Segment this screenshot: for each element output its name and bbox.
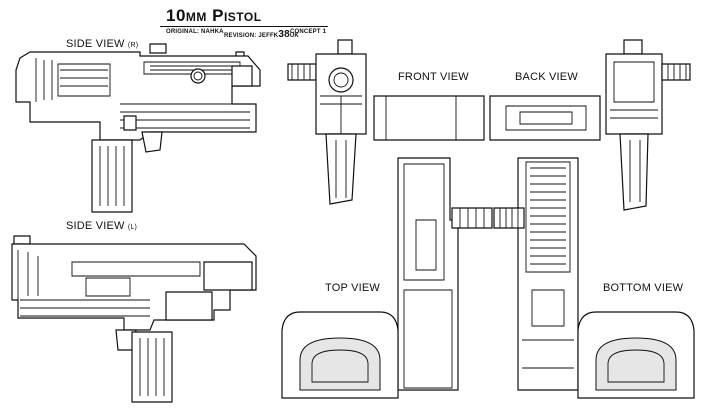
concept-label: CONCEPT 1 <box>290 29 327 35</box>
revision-suffix: UK <box>289 33 299 39</box>
sheet-title: 10mm Pistol <box>166 6 262 25</box>
side-view-left-suffix: (L) <box>127 224 138 231</box>
front-block-left <box>204 262 252 290</box>
charging-block <box>232 66 252 86</box>
upper-rail-left <box>72 262 200 276</box>
trigger-guard <box>142 132 162 152</box>
stock-front-lines <box>386 96 456 140</box>
revision-credit: REVISION: JEFFK38UK <box>224 29 299 40</box>
bottom-charging-knob <box>494 208 524 228</box>
rear-sight-left <box>14 236 30 244</box>
rear-grip-lines-left <box>18 250 38 300</box>
top-slot <box>416 220 436 270</box>
bottom-body <box>518 158 578 390</box>
magazine-left <box>132 332 172 402</box>
magazine-right <box>92 140 132 212</box>
top-charging-knob <box>452 208 492 228</box>
front-view-drawing <box>288 40 484 204</box>
selector-knob <box>191 69 205 83</box>
bottom-stock-inner <box>608 350 664 382</box>
charging-knob-back <box>662 64 690 80</box>
bottom-knob-ribs <box>500 208 518 228</box>
rear-sight-post <box>624 40 642 54</box>
rear-grip-lines <box>36 58 52 102</box>
magazine-right-ribs <box>100 146 124 206</box>
top-rail <box>404 164 444 280</box>
top-view-drawing <box>282 158 492 398</box>
grip-front <box>326 134 356 204</box>
grip-back <box>620 134 648 210</box>
knob-ribs-back <box>668 64 686 80</box>
rail-slots <box>150 66 236 70</box>
bottom-view-label: BOTTOM VIEW <box>603 282 684 294</box>
side-view-right-label: SIDE VIEW (R) <box>66 38 138 50</box>
muzzle <box>329 68 353 92</box>
grip-back-lines <box>630 140 640 202</box>
top-knob-ribs <box>460 208 484 228</box>
front-view-label: FRONT VIEW <box>398 71 469 83</box>
back-body-lines <box>610 110 658 118</box>
side-view-right-text: SIDE VIEW <box>66 38 125 50</box>
side-view-left-text: SIDE VIEW <box>66 220 125 232</box>
revision-label: REVISION: JEFFK <box>224 33 279 39</box>
back-view-drawing <box>490 40 690 210</box>
lower-rails <box>120 104 250 128</box>
trigger-block-left <box>166 292 212 320</box>
side-view-left-label: SIDE VIEW (L) <box>66 220 137 232</box>
front-sight-post <box>338 40 352 54</box>
bottom-magazine-well <box>526 162 570 272</box>
bottom-view-drawing <box>494 158 694 398</box>
rear-sight <box>150 44 166 53</box>
title-underline <box>160 26 328 27</box>
bottom-magazine-ribs <box>530 168 566 264</box>
grip-front-lines <box>336 140 346 198</box>
top-stock-inner <box>312 350 368 382</box>
top-stock-recess <box>300 338 380 390</box>
side-view-right-drawing <box>16 44 260 212</box>
top-view-label: TOP VIEW <box>325 282 380 294</box>
stock-front <box>374 96 484 140</box>
stock-back-detail <box>506 106 586 130</box>
bottom-trigger-cutout <box>532 290 564 326</box>
revision-number: 38 <box>278 29 290 40</box>
side-view-right-suffix: (R) <box>127 42 139 49</box>
magazine-left-ribs <box>140 338 164 396</box>
bottom-stock-recess <box>596 338 676 390</box>
back-plate <box>614 62 654 102</box>
side-view-left-drawing <box>12 236 256 402</box>
side-plate <box>58 64 110 96</box>
top-body <box>398 158 458 390</box>
knob-ribs-front <box>292 64 310 80</box>
original-credit: ORIGINAL: NAHKA <box>166 29 224 35</box>
back-body <box>606 54 662 134</box>
ejection-port-left <box>86 278 130 296</box>
back-view-label: BACK VIEW <box>515 71 578 83</box>
trigger-housing <box>124 116 136 130</box>
lower-rails-left <box>20 300 150 316</box>
front-body-lines <box>320 96 362 134</box>
muzzle-bore <box>334 73 348 87</box>
side-plate-lines <box>60 70 108 86</box>
receiver-body <box>16 52 260 140</box>
selector-knob-inner <box>194 72 202 80</box>
stock-back <box>490 96 600 140</box>
top-lower-panel <box>404 290 452 388</box>
bottom-lower-lines <box>522 340 574 368</box>
